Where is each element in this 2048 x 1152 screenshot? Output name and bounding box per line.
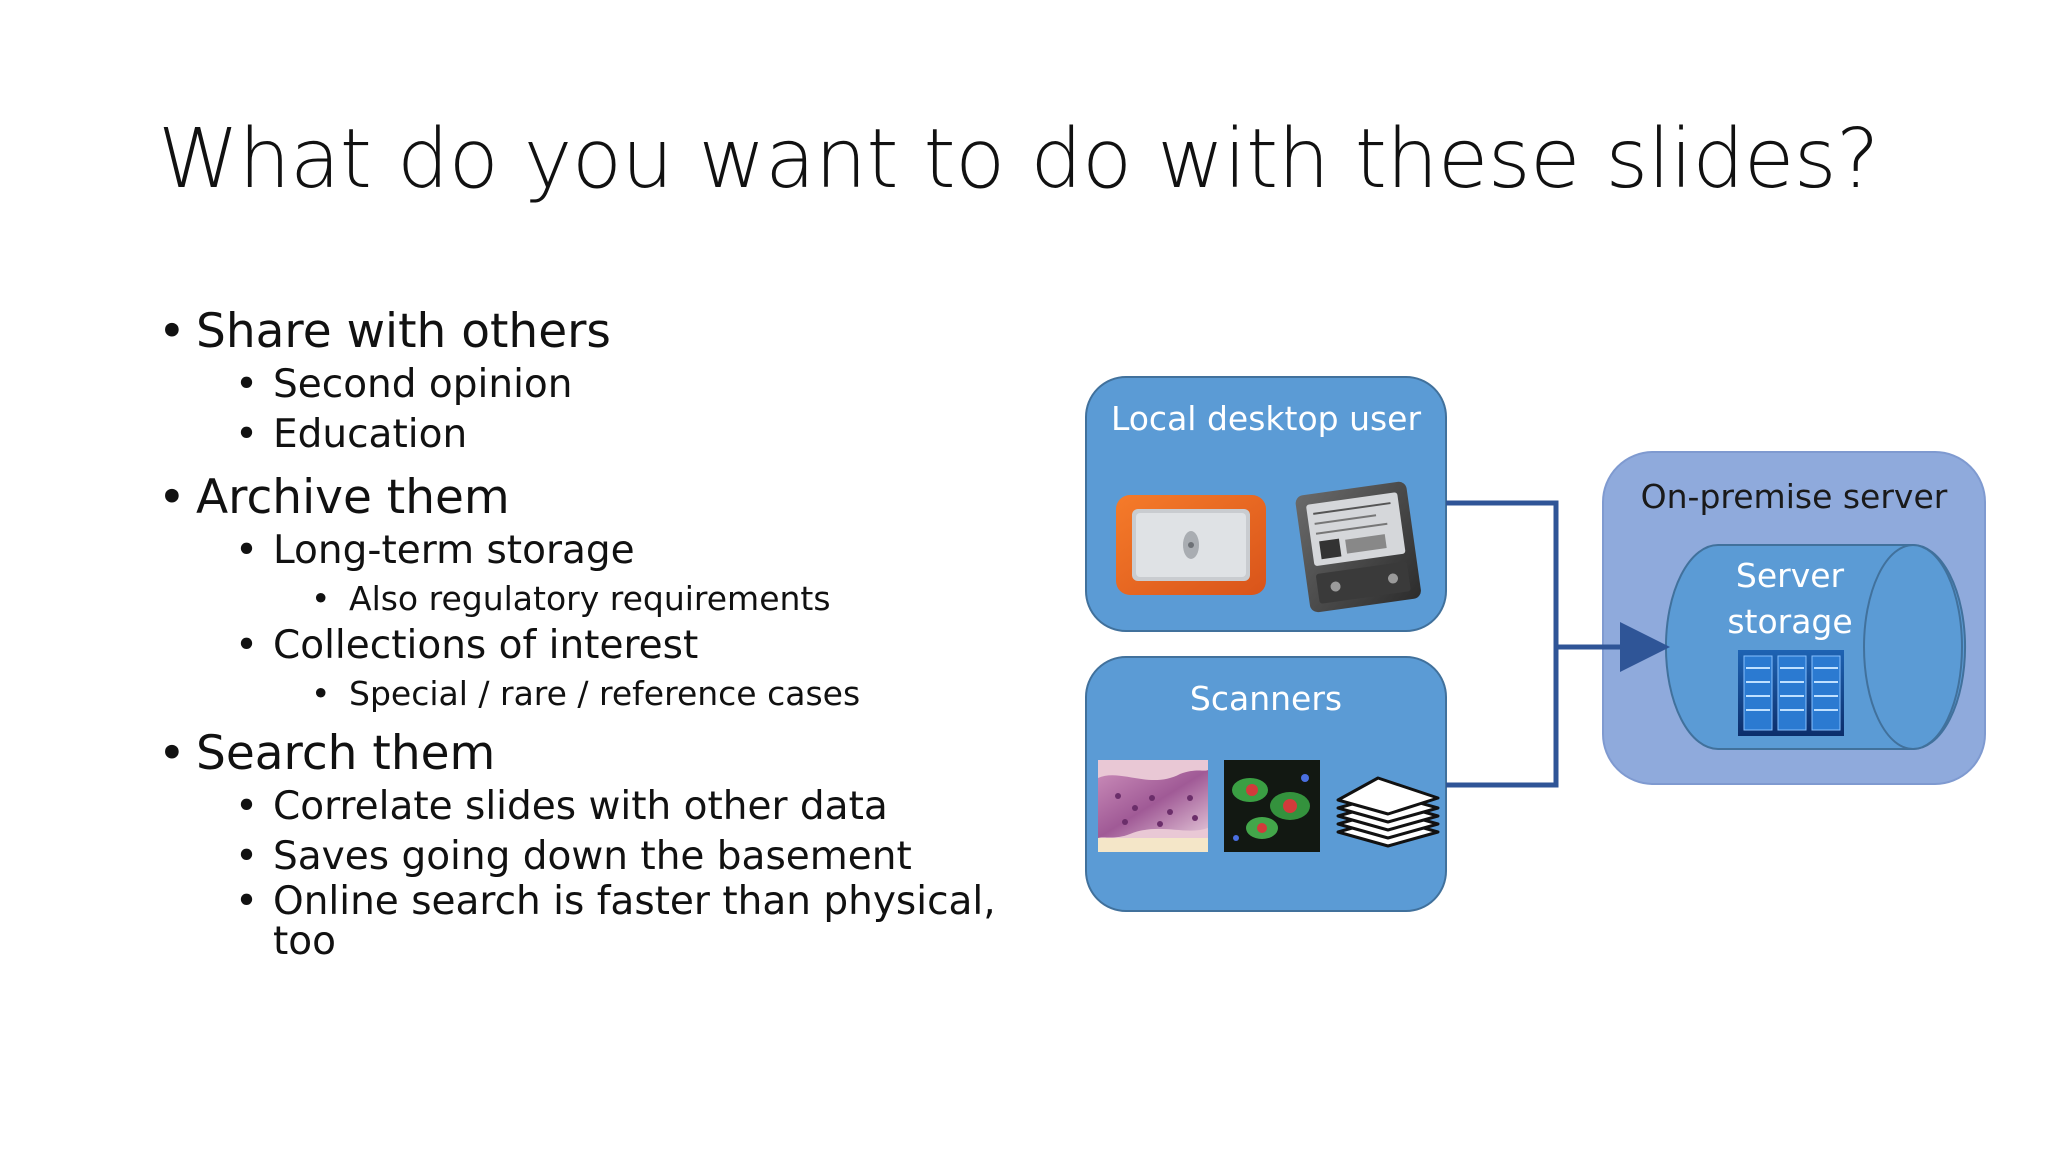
bullet-text: Education [273, 412, 468, 457]
bullet-item: • Collections of interest [158, 621, 1018, 671]
bullet-dot-icon: • [235, 834, 259, 879]
storage-label-line2: storage [1727, 602, 1853, 641]
bullet-item: • Special / rare / reference cases [158, 671, 1018, 716]
bullet-list: •Share with others •Second opinion •Educ… [158, 298, 1018, 962]
local-desktop-label: Local desktop user [1110, 399, 1422, 438]
bullet-item: •Archive them [158, 470, 1018, 526]
bullet-text: Saves going down the basement [273, 834, 912, 879]
bullet-dot-icon: • [158, 470, 186, 525]
bullet-item: • Correlate slides with other data [158, 782, 1018, 832]
bullet-item: • Second opinion [158, 360, 1018, 410]
bullet-dot-icon: • [235, 784, 259, 829]
bullet-text: Archive them [196, 470, 510, 525]
bullet-item: • Online search is faster than physical, … [158, 882, 1018, 962]
bullet-dot-icon: • [311, 579, 331, 618]
bullet-text: Collections of interest [273, 623, 699, 668]
scanners-label: Scanners [1189, 679, 1343, 718]
slide-title: What do you want to do with these slides… [158, 112, 1880, 207]
bullet-text: Share with others [196, 304, 611, 359]
bullet-dot-icon: • [235, 879, 259, 924]
bullet-text: Special / rare / reference cases [349, 674, 861, 713]
bullet-item: •Share with others [158, 304, 1018, 360]
server-label: On-premise server [1640, 477, 1948, 516]
bullet-text: Long-term storage [273, 528, 635, 573]
slide-stack-icon [1336, 776, 1440, 848]
bullet-text: Also regulatory requirements [349, 579, 831, 618]
bullet-item: • Saves going down the basement [158, 832, 1018, 882]
bullet-dot-icon: • [235, 362, 259, 407]
hard-disk-icon [1295, 481, 1421, 613]
external-drive-icon [1116, 495, 1266, 595]
connector-line [1446, 500, 1559, 788]
bullet-dot-icon: • [158, 726, 186, 781]
tissue-image-icon [1098, 760, 1208, 852]
storage-label-line1: Server [1735, 556, 1845, 595]
bullet-dot-icon: • [235, 623, 259, 668]
bullet-dot-icon: • [235, 528, 259, 573]
bullet-text: Correlate slides with other data [273, 784, 888, 829]
bullet-item: • Long-term storage [158, 526, 1018, 576]
fluorescence-image-icon [1224, 760, 1320, 852]
bullet-item: • Also regulatory requirements [158, 576, 1018, 621]
bullet-dot-icon: • [158, 304, 186, 359]
server-rack-icon [1738, 650, 1844, 736]
bullet-item: •Search them [158, 726, 1018, 782]
bullet-dot-icon: • [311, 674, 331, 713]
bullet-text: Online search is faster than physical, t… [273, 879, 996, 964]
bullet-dot-icon: • [235, 412, 259, 457]
bullet-item: • Education [158, 410, 1018, 460]
bullet-text: Second opinion [273, 362, 573, 407]
bullet-text: Search them [196, 726, 496, 781]
